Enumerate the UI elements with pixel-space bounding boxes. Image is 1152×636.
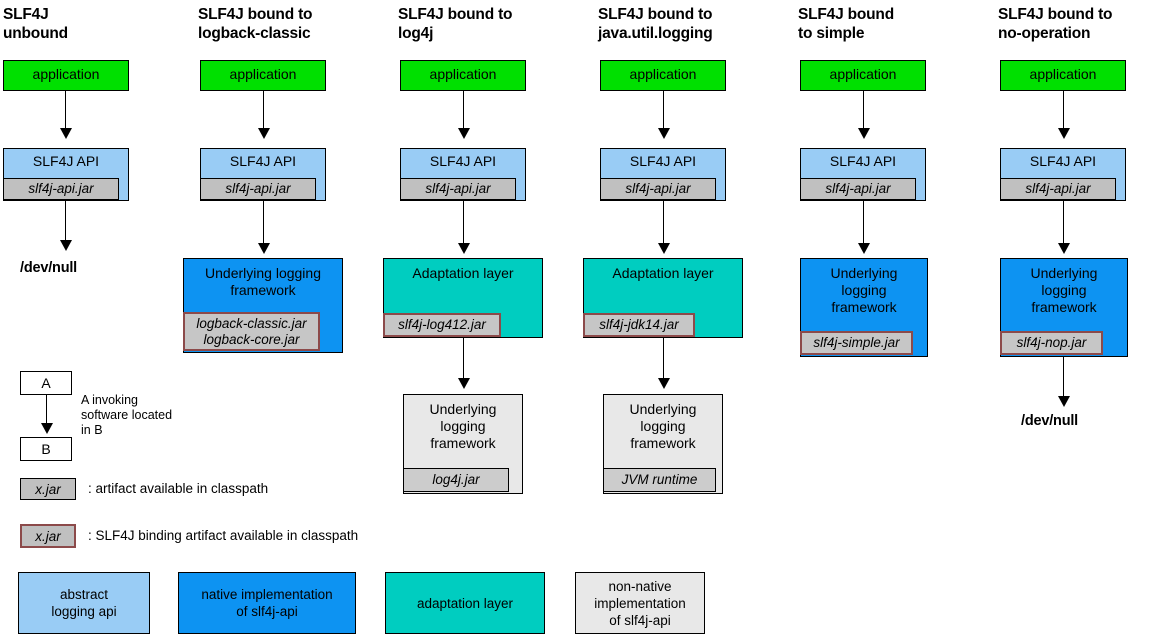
box-label: application — [629, 66, 697, 82]
box-label: Underlying logging framework — [429, 401, 497, 451]
arrow-line-app-to-api-logback — [263, 91, 264, 133]
jar-slf4j-api-jul: slf4j-api.jar — [600, 178, 716, 200]
arrow-head-app-to-api-simple — [858, 128, 870, 139]
arrow-line-adapt-to-impl-jul — [663, 338, 664, 382]
arrow-head-app-to-api-logback — [258, 128, 270, 139]
legend-arrow-head-a-to-b — [41, 423, 53, 434]
box-label: SLF4J API — [829, 153, 897, 169]
arrow-line-api-to-impl-simple — [863, 201, 864, 247]
legend-swatch-non-native-implementation: non-native implementation of slf4j-api — [575, 572, 705, 634]
label-dev-null-nop: /dev/null — [1021, 413, 1079, 429]
legend-invocation-description: A invoking software located in B — [81, 393, 173, 437]
arrow-head-api-to-impl-logback — [258, 243, 270, 254]
legend-caption-artifact: : artifact available in classpath — [88, 481, 269, 496]
box-label: application — [829, 66, 897, 82]
box-application-nop: application — [1000, 60, 1126, 91]
jar-log4j: log4j.jar — [403, 468, 509, 492]
column-title-no-operation: SLF4J bound to no-operation — [998, 6, 1113, 42]
box-label: SLF4J API — [32, 153, 100, 169]
arrow-head-app-to-api-nop — [1058, 128, 1070, 139]
jar-slf4j-api-simple: slf4j-api.jar — [800, 178, 916, 200]
legend-box-b: B — [20, 437, 72, 461]
arrow-line-api-to-adapt-jul — [663, 201, 664, 247]
arrow-head-impl-to-devnull-nop — [1058, 396, 1070, 407]
box-application-log4j: application — [400, 60, 526, 91]
arrow-head-app-to-api-jul — [658, 128, 670, 139]
box-label: SLF4J API — [229, 153, 297, 169]
jar-slf4j-log4j-binding: slf4j-log412.jar — [383, 313, 501, 337]
legend-swatch-adaptation-layer: adaptation layer — [385, 572, 545, 634]
jar-slf4j-nop-binding: slf4j-nop.jar — [1000, 331, 1103, 355]
legend-swatch-native-implementation: native implementation of slf4j-api — [178, 572, 356, 634]
arrow-head-adapt-to-impl-jul — [658, 378, 670, 389]
arrow-head-app-to-api-unbound — [60, 128, 72, 139]
box-label: SLF4J API — [429, 153, 497, 169]
box-label: Adaptation layer — [612, 265, 714, 281]
arrow-line-app-to-api-unbound — [65, 91, 66, 133]
jar-slf4j-api-nop: slf4j-api.jar — [1000, 178, 1116, 200]
arrow-line-app-to-api-simple — [863, 91, 864, 133]
box-label: application — [1029, 66, 1097, 82]
box-label: Underlying logging framework — [629, 401, 697, 451]
box-application-simple: application — [800, 60, 926, 91]
arrow-head-api-to-impl-simple — [858, 243, 870, 254]
arrow-head-app-to-api-log4j — [458, 128, 470, 139]
jar-slf4j-jdk14-binding: slf4j-jdk14.jar — [583, 313, 695, 337]
arrow-head-api-to-adapt-jul — [658, 243, 670, 254]
arrow-head-api-to-impl-nop — [1058, 243, 1070, 254]
jar-slf4j-api-unbound: slf4j-api.jar — [3, 178, 119, 200]
jar-slf4j-api-logback: slf4j-api.jar — [200, 178, 316, 200]
column-title-simple: SLF4J bound to simple — [798, 6, 894, 42]
legend-arrow-line-a-to-b — [46, 395, 47, 427]
box-application-unbound: application — [3, 60, 129, 91]
column-title-java-util-logging: SLF4J bound to java.util.logging — [598, 6, 713, 42]
legend-chip-artifact: x.jar — [20, 478, 76, 500]
arrow-line-app-to-api-nop — [1063, 91, 1064, 133]
arrow-head-api-to-devnull-unbound — [60, 240, 72, 251]
box-label: Underlying logging framework — [830, 265, 898, 315]
box-label: SLF4J API — [629, 153, 697, 169]
arrow-line-api-to-adapt-log4j — [463, 201, 464, 247]
arrow-line-api-to-devnull-unbound — [65, 201, 66, 245]
arrow-line-adapt-to-impl-log4j — [463, 338, 464, 382]
arrow-line-app-to-api-log4j — [463, 91, 464, 133]
box-label: SLF4J API — [1029, 153, 1097, 169]
jar-slf4j-api-log4j: slf4j-api.jar — [400, 178, 516, 200]
arrow-line-api-to-impl-logback — [263, 201, 264, 247]
arrow-head-adapt-to-impl-log4j — [458, 378, 470, 389]
jar-jvm-runtime: JVM runtime — [603, 468, 716, 492]
label-dev-null-unbound: /dev/null — [20, 260, 78, 276]
arrow-line-app-to-api-jul — [663, 91, 664, 133]
legend-chip-binding-artifact: x.jar — [20, 524, 76, 548]
box-application-logback: application — [200, 60, 326, 91]
box-label: application — [429, 66, 497, 82]
arrow-head-api-to-adapt-log4j — [458, 243, 470, 254]
legend-caption-binding-artifact: : SLF4J binding artifact available in cl… — [88, 528, 359, 543]
box-label: Underlying logging framework — [205, 265, 321, 298]
box-label: Adaptation layer — [412, 265, 514, 281]
box-application-jul: application — [600, 60, 726, 91]
arrow-line-impl-to-devnull-nop — [1063, 357, 1064, 401]
legend-swatch-abstract-logging-api: abstract logging api — [18, 572, 150, 634]
column-title-logback-classic: SLF4J bound to logback-classic — [198, 6, 313, 42]
column-title-unbound: SLF4J unbound — [3, 6, 68, 42]
arrow-line-api-to-impl-nop — [1063, 201, 1064, 247]
jar-slf4j-simple-binding: slf4j-simple.jar — [800, 331, 913, 355]
box-label: application — [32, 66, 100, 82]
legend-box-a: A — [20, 371, 72, 395]
box-label: Underlying logging framework — [1030, 265, 1098, 315]
box-label: application — [229, 66, 297, 82]
jar-logback-binding: logback-classic.jar logback-core.jar — [183, 312, 320, 351]
column-title-log4j: SLF4J bound to log4j — [398, 6, 513, 42]
